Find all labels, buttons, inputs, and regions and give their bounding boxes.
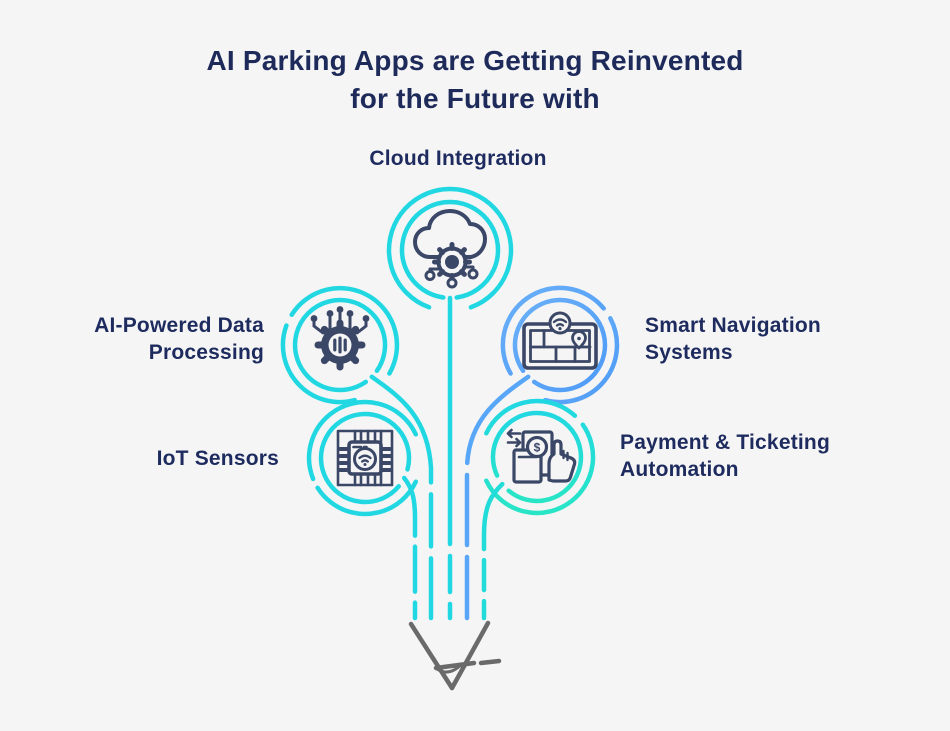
svg-text:$: $ [534,441,541,455]
balloon-iot-sensors [306,399,419,621]
payment-automation-icon: $ [506,428,577,484]
label-smart-navigation-systems: Smart Navigation Systems [645,314,821,364]
balloon-cloud-integration [386,186,514,621]
label-cloud-integration: Cloud Integration [369,147,547,170]
page-title-line2: for the Future with [350,83,600,115]
balloon-payment-ticketing-automation [481,398,596,621]
page-title-line1: AI Parking Apps are Getting Reinvented [206,45,744,76]
balloon-ai-powered-data-processing [280,285,434,621]
label-ai-powered-data-processing: AI-Powered Data Processing [94,314,264,364]
page-title: AI Parking Apps are Getting Reinvented f… [0,42,950,118]
balloon-smart-navigation-systems [464,285,620,621]
map-navigation-icon [522,311,598,370]
iot-chip-icon [336,429,394,487]
label-iot-sensors: IoT Sensors [156,447,279,470]
pencil-tip-icon [408,620,502,691]
label-payment-ticketing-automation: Payment & Ticketing Automation [620,431,830,481]
cloud-gear-icon [413,209,487,289]
ai-processor-icon [310,306,370,371]
